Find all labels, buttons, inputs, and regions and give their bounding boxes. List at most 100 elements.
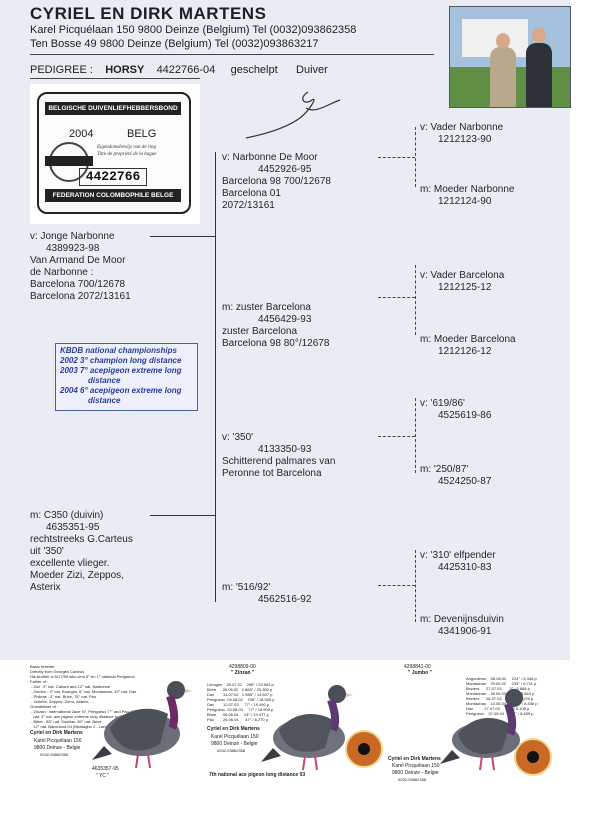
father-note-4: Barcelona 2072/13161: [30, 291, 131, 302]
mmm-name: m: Devenijnsduivin: [420, 614, 504, 625]
zinzan-caption: 7th national ace pigeon long distance 03: [209, 772, 306, 778]
zinzan-eye-icon: [345, 730, 383, 768]
fff-entry: v: Vader Narbonne 1212123-90: [420, 122, 503, 146]
pedigree-line: PEDIGREE : HORSY 4422766-04 geschelpt Du…: [30, 64, 328, 76]
pigeon-jumbo-icon: [440, 689, 530, 771]
fm-name: m: zuster Barcelona: [222, 302, 311, 313]
mother-note-4: Moeder Zizi, Zeppos,: [30, 570, 124, 581]
mmf-entry: v: '310' elfpender 4425310-83: [420, 550, 496, 574]
mff-entry: v: '619/86' 4525619-86: [420, 398, 491, 422]
connector-mf-parents: [415, 398, 416, 473]
fff-name: v: Vader Narbonne: [420, 122, 504, 133]
person-left-head: [496, 33, 510, 49]
ff-name: v: Narbonne De Moor: [222, 152, 318, 163]
kbdb-championships-box: KBDB national championships 2002 3° cham…: [55, 343, 198, 411]
connector-father: [150, 236, 215, 237]
zinzan-name: " Zinzan ": [231, 670, 255, 676]
jumbo-ring: 4298841-00: [404, 664, 431, 670]
mfm-name: m: '250/87': [420, 464, 469, 475]
connector-mm: [378, 585, 415, 586]
jumbo-owner-2: Karel Picquélaan 150: [392, 763, 440, 769]
header-rule: [30, 54, 434, 55]
ring-tag-shape: [45, 156, 93, 166]
mff-ring: 4525619-86: [438, 410, 492, 421]
fff-ring: 1212123-90: [438, 134, 492, 145]
person-right: [526, 43, 552, 107]
fm-note-2: Barcelona 98 80°/12678: [222, 338, 330, 349]
connector-mm-parents: [415, 550, 416, 622]
mmf-name: v: '310' elfpender: [420, 550, 496, 561]
mother-note-2: uit '350': [30, 546, 64, 557]
zinzan-owner-3: 9800 Deinze - Belgie: [211, 741, 258, 747]
yc-owner-1: Cyriel en Dirk Martens: [30, 730, 83, 736]
mmm-ring: 4341906-91: [438, 626, 492, 637]
fmf-entry: v: Vader Barcelona 1212125-12: [420, 270, 504, 294]
mf-entry: v: '350' 4133350-93 Schitterend palmares…: [222, 432, 335, 480]
mm-entry: m: '516/92' 4562516-92: [222, 582, 311, 606]
mf-note-2: Peronne tot Barcelona: [222, 468, 322, 479]
ring-certificate: BELGISCHE DUIVENLIEFHEBBERSBOND 2004 BEL…: [37, 92, 191, 214]
mother-note-1: rechtstreeks G.Carteus: [30, 534, 133, 545]
jumbo-owner-1: Cyriel en Dirk Martens: [388, 756, 441, 762]
bird-ring: 4422766-04: [156, 64, 216, 76]
kbdb-line-2: 2003 7° acepigeon extreme long: [60, 366, 182, 375]
pedigree-rule: [30, 78, 200, 79]
ff-ring: 4452926-95: [258, 164, 312, 175]
bird-name: HORSY: [105, 64, 145, 76]
mf-ring: 4133350-93: [258, 444, 312, 455]
breeders-photo: [449, 6, 571, 108]
certificate-small-1: Eigendomsbewijs van de ring: [97, 145, 157, 150]
mother-name: m: C350 (duivin): [30, 510, 104, 521]
yc-description: Basic breeder Directly from Georges Cart…: [30, 664, 137, 729]
zinzan-ring: 4298809-00: [229, 664, 256, 670]
certificate-bottom-banner: FEDERATION COLOMBOPHILE BELGE: [45, 189, 181, 202]
connector-mother-parents: [215, 430, 216, 602]
ffm-ring: 1212124-90: [438, 196, 492, 207]
jumbo-eye-icon: [514, 738, 552, 776]
connector-father-parents: [215, 152, 216, 342]
zinzan-owner-2: Karel Picquélaan 150: [211, 734, 259, 740]
yc-owner-4: 0032-93862358: [40, 752, 69, 757]
person-right-head: [532, 27, 546, 43]
kbdb-line-5: distance: [88, 396, 121, 405]
father-note-1: Van Armand De Moor: [30, 255, 126, 266]
mfm-entry: m: '250/87' 4524250-87: [420, 464, 491, 488]
certificate-year: 2004: [69, 128, 94, 140]
fmm-name: m: Moeder Barcelona: [420, 334, 516, 345]
kbdb-line-3: distance: [88, 376, 121, 385]
fmf-name: v: Vader Barcelona: [420, 270, 505, 281]
pigeon-panel-jumbo: 4298841-00 " Jumbo " Angouleme 08.06.02 …: [386, 662, 570, 786]
fmm-entry: m: Moeder Barcelona 1212126-12: [420, 334, 516, 358]
connector-mf: [378, 436, 415, 437]
ff-entry: v: Narbonne De Moor 4452926-95 Barcelona…: [222, 152, 331, 212]
mmf-ring: 4425310-83: [438, 562, 492, 573]
mother-entry: m: C350 (duivin) 4635351-95 rechtstreeks…: [30, 510, 133, 594]
father-note-2: de Narbonne :: [30, 267, 94, 278]
connector-ff-parents: [415, 127, 416, 187]
pigeon-panel-yc: Basic breeder Directly from Georges Cart…: [28, 662, 214, 786]
jumbo-owner-4: 0032-93862358: [398, 777, 427, 782]
connector-mother: [150, 515, 215, 516]
yc-ring: 4635357-95: [92, 766, 119, 772]
yc-owner-3: 9800 Deinze - Belgie: [34, 745, 81, 751]
certificate-number: 4422766: [79, 168, 147, 186]
kbdb-line-4: 2004 6° acepigeon extreme long: [60, 386, 182, 395]
bird-color: geschelpt: [230, 64, 278, 76]
signature-icon: [245, 91, 341, 139]
mf-note-1: Schitterend palmares van: [222, 456, 336, 467]
mm-name: m: '516/92': [222, 582, 271, 593]
ff-note-3: 2072/13161: [222, 200, 275, 211]
pigeon-zinzan-icon: [261, 685, 353, 771]
breeder-title: CYRIEL EN DIRK MARTENS: [30, 4, 267, 23]
connector-fm-parents: [415, 265, 416, 335]
father-name: v: Jonge Narbonne: [30, 231, 115, 242]
father-entry: v: Jonge Narbonne 4389923-98 Van Armand …: [30, 231, 131, 303]
jumbo-owner-3: 9800 Deinze - Belgie: [392, 770, 439, 776]
zinzan-races: Limoges 25.07.01 298° / 23.563 p Brive 2…: [207, 682, 275, 722]
mfm-ring: 4524250-87: [438, 476, 492, 487]
pedigree-label: PEDIGREE :: [30, 64, 93, 76]
mmm-entry: m: Devenijnsduivin 4341906-91: [420, 614, 504, 638]
pigeon-yc-icon: [92, 681, 192, 769]
bird-sex: Duiver: [296, 64, 328, 76]
